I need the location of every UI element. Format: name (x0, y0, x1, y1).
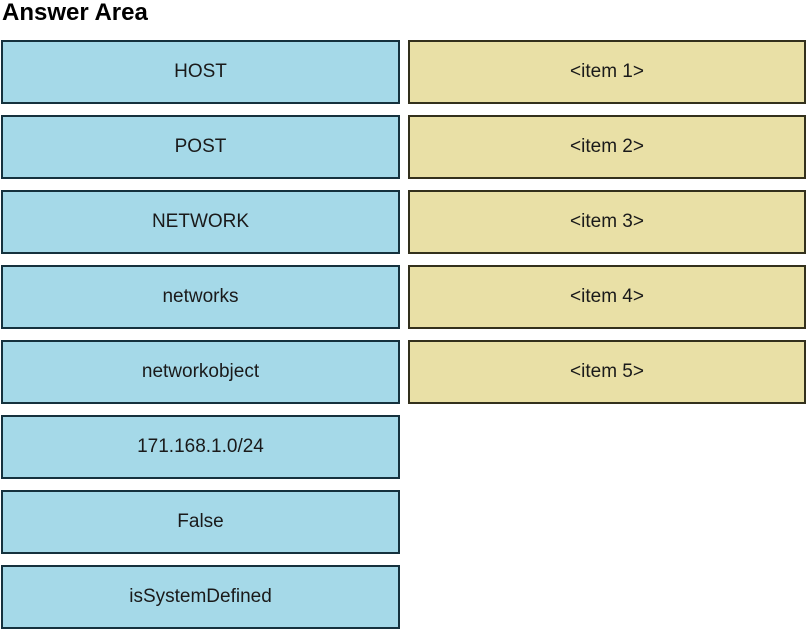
drop-target-item-5[interactable]: <item 5> (408, 340, 806, 404)
drop-target-item-1[interactable]: <item 1> (408, 40, 806, 104)
drop-target-item-4[interactable]: <item 4> (408, 265, 806, 329)
drag-source-ip-subnet[interactable]: 171.168.1.0/24 (1, 415, 400, 479)
drag-source-host[interactable]: HOST (1, 40, 400, 104)
drag-source-list: HOST POST NETWORK networks networkobject… (1, 40, 400, 633)
drag-source-post[interactable]: POST (1, 115, 400, 179)
answer-area-title: Answer Area (2, 0, 148, 26)
drop-target-item-2[interactable]: <item 2> (408, 115, 806, 179)
drag-source-networks[interactable]: networks (1, 265, 400, 329)
drop-target-item-3[interactable]: <item 3> (408, 190, 806, 254)
drop-target-list: <item 1> <item 2> <item 3> <item 4> <ite… (408, 40, 806, 415)
drag-source-networkobject[interactable]: networkobject (1, 340, 400, 404)
drag-source-issystemdefined[interactable]: isSystemDefined (1, 565, 400, 629)
drag-source-false[interactable]: False (1, 490, 400, 554)
drag-source-network[interactable]: NETWORK (1, 190, 400, 254)
